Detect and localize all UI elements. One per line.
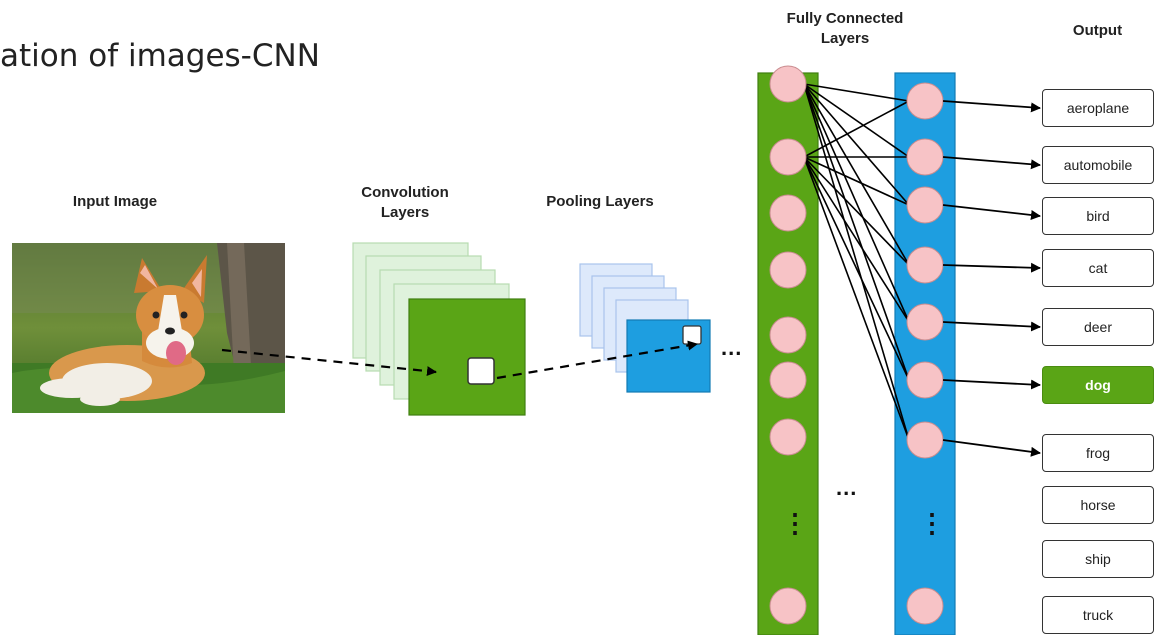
fc-node-blue — [906, 246, 944, 284]
fc-label-line1: Fully Connected — [786, 10, 904, 27]
input-image-label: Input Image — [72, 193, 158, 210]
conv-feature-map — [408, 298, 526, 416]
output-arrow — [942, 204, 1041, 220]
fc-connection-line — [803, 83, 910, 266]
conv-kernel-square — [467, 357, 495, 385]
output-class-horse: horse — [1042, 486, 1154, 524]
convolution-label-line2: Layers — [380, 204, 430, 221]
pool-to-fc-ellipsis: ... — [721, 335, 743, 360]
output-arrow — [942, 321, 1041, 332]
fc-connection-line — [803, 83, 910, 323]
fc-node-green — [769, 418, 807, 456]
pool-square — [682, 325, 702, 345]
fc-node-green — [769, 361, 807, 399]
output-arrow — [942, 439, 1041, 457]
fc-connection-line — [803, 156, 910, 441]
fc-connection-line — [803, 156, 910, 266]
output-arrow — [942, 379, 1041, 390]
input-to-conv-arrow — [221, 348, 437, 377]
blue-column-vertical-ellipsis: ⋮ — [919, 508, 946, 538]
slide-title: ation of images-CNN — [0, 38, 320, 74]
output-class-ship: ship — [1042, 540, 1154, 578]
output-class-frog: frog — [1042, 434, 1154, 472]
output-label: Output — [1072, 22, 1123, 39]
input-image-photo — [12, 243, 285, 413]
fc-middle-ellipsis: ... — [836, 475, 858, 500]
fc-connection-line — [803, 156, 910, 206]
green-column-vertical-ellipsis: ⋮ — [782, 508, 809, 538]
fc-node-green — [769, 65, 807, 103]
output-arrow — [942, 156, 1041, 170]
output-class-aeroplane: aeroplane — [1042, 89, 1154, 127]
fc-node-blue — [906, 186, 944, 224]
fc-nodes — [769, 65, 944, 625]
output-class-automobile: automobile — [1042, 146, 1154, 184]
output-class-cat: cat — [1042, 249, 1154, 287]
conv-to-pool-arrow — [496, 340, 698, 380]
fc-node-green — [769, 316, 807, 354]
output-class-bird: bird — [1042, 197, 1154, 235]
fc-node-green — [769, 587, 807, 625]
convolution-label-line1: Convolution — [361, 184, 449, 201]
pooling-label: Pooling Layers — [546, 193, 654, 210]
output-arrow — [942, 262, 1041, 273]
fc-connection-line — [803, 83, 910, 206]
fc-connection-line — [803, 100, 910, 158]
fc-connection-line — [803, 83, 910, 381]
output-arrow — [942, 100, 1041, 113]
fc-node-blue — [906, 82, 944, 120]
fc-node-blue — [906, 303, 944, 341]
fc-node-blue — [906, 361, 944, 399]
fc-node-blue — [906, 587, 944, 625]
fc-connection-line — [803, 156, 910, 381]
fc-node-green — [769, 251, 807, 289]
convolution-layers — [352, 242, 526, 416]
fc-connections — [803, 83, 910, 441]
output-arrows — [942, 100, 1041, 457]
fc-connection-line — [803, 156, 910, 323]
output-class-deer: deer — [1042, 308, 1154, 346]
fc-node-green — [769, 138, 807, 176]
fc-node-blue — [906, 138, 944, 176]
fc-node-green — [769, 194, 807, 232]
output-class-dog: dog — [1042, 366, 1154, 404]
pooling-layers — [579, 263, 711, 393]
fc-label-line2: Layers — [820, 30, 870, 47]
fc-connection-line — [803, 83, 910, 158]
fc-connection-line — [803, 83, 910, 441]
output-class-truck: truck — [1042, 596, 1154, 634]
fc-connection-line — [803, 83, 910, 102]
fc-node-blue — [906, 421, 944, 459]
